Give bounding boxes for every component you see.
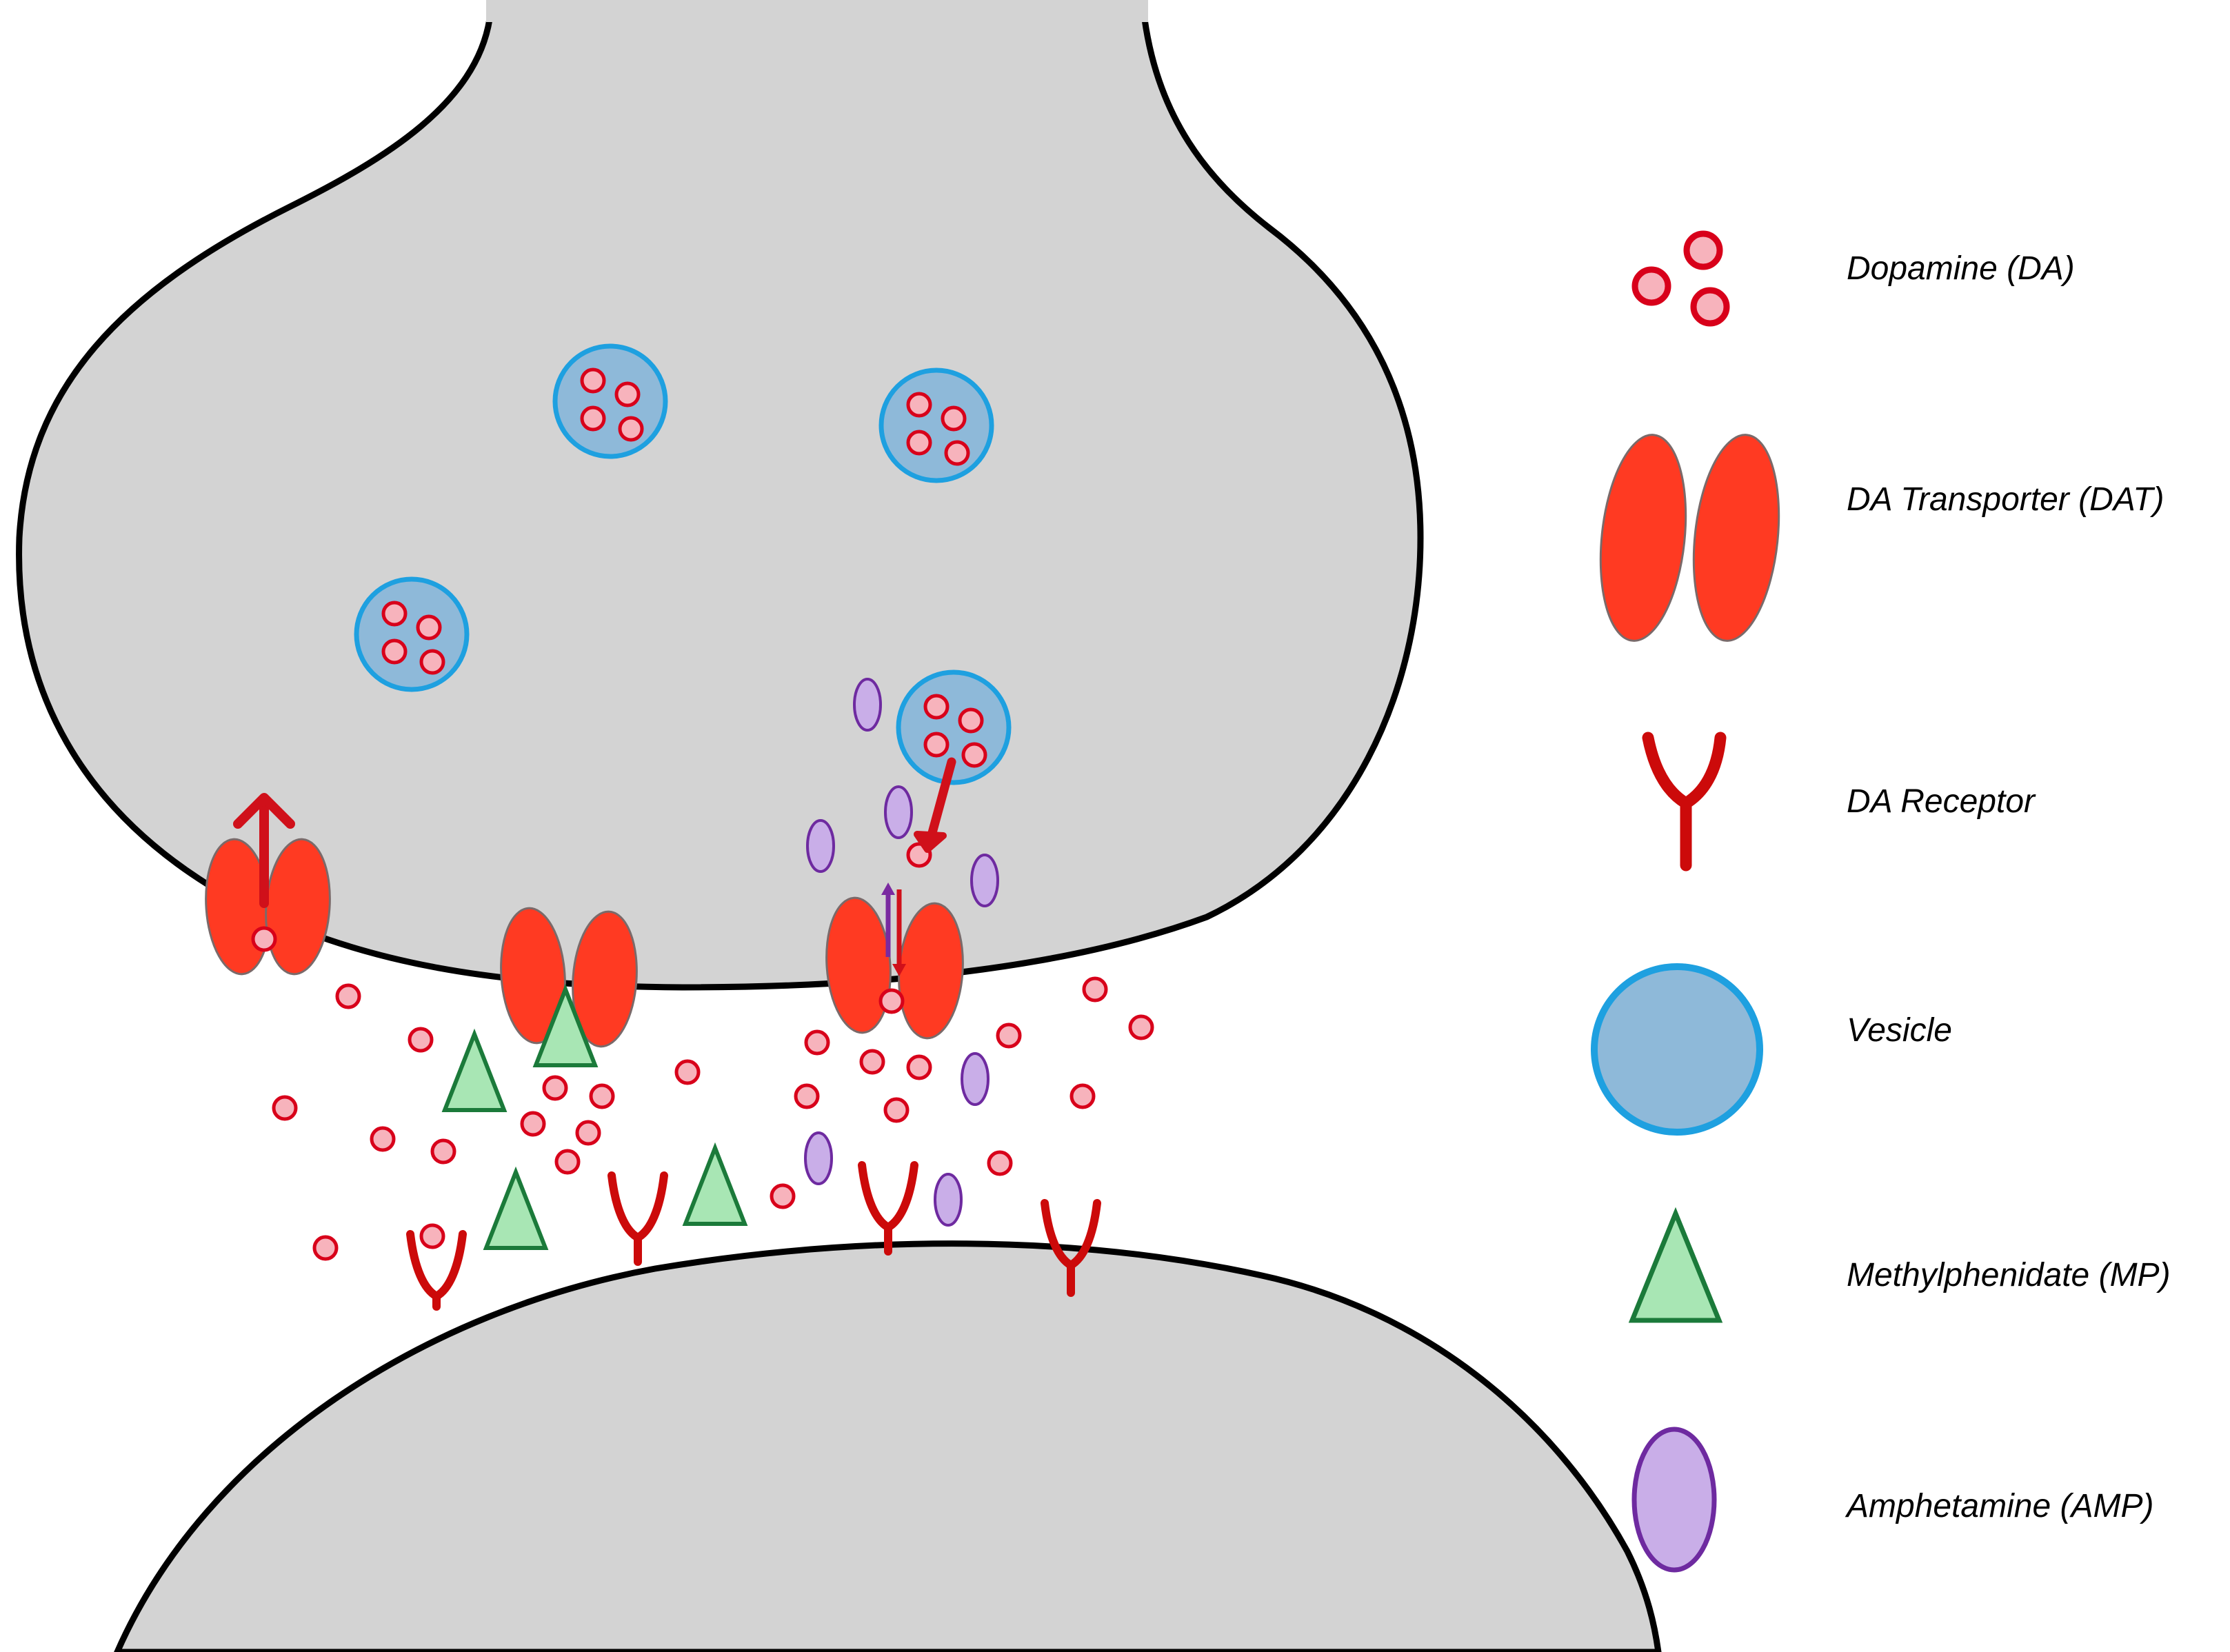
arrows-group — [233, 757, 956, 976]
methylphenidate — [483, 1166, 549, 1250]
receptor — [607, 1171, 668, 1242]
release-arrow-shaft — [926, 757, 956, 843]
receptor — [858, 1161, 918, 1232]
dopamine — [794, 1083, 820, 1109]
presynaptic-top-fill — [486, 0, 1148, 22]
transporter — [825, 896, 892, 1034]
legend-receptor-icon — [1642, 732, 1727, 872]
dopamine — [878, 988, 905, 1014]
receptors-group — [406, 1161, 1101, 1311]
vesicle — [878, 367, 994, 483]
efflux-arrow-head — [892, 964, 906, 976]
vesicle-dopamine — [381, 638, 408, 665]
legend-methylphenidate-label: Methylphenidate (MP) — [1847, 1257, 2171, 1293]
legend-transporter-label: DA Transporter (DAT) — [1847, 481, 2164, 518]
dopamine — [589, 1083, 615, 1109]
legend-amphetamine-icon — [1631, 1427, 1717, 1573]
amphetamine — [934, 1173, 963, 1227]
vesicle-dopamine — [618, 416, 644, 442]
amphetamine — [806, 819, 835, 873]
vesicle-dopamine — [906, 430, 932, 456]
vesicle-dopamine — [944, 440, 970, 466]
transporters-group — [205, 838, 964, 1048]
methylphenidate — [682, 1142, 748, 1226]
dopamine — [272, 1095, 298, 1121]
dopamine — [335, 983, 361, 1009]
transporter — [500, 907, 566, 1045]
dopamine — [430, 1138, 456, 1165]
methylphenidate — [441, 1028, 508, 1112]
vesicle-dopamine — [961, 742, 987, 768]
legend-methylphenidate-icon — [1628, 1207, 1723, 1323]
vesicle-dopamine — [906, 392, 932, 418]
legend-dopamine-icon — [1631, 230, 1730, 327]
amphetamine-group — [804, 678, 999, 1227]
dopamine — [312, 1235, 339, 1261]
legend: Dopamine (DA) DA Transporter (DAT) DA Re… — [1591, 230, 2171, 1573]
legend-vesicle-icon — [1591, 963, 1763, 1136]
vesicle — [354, 576, 470, 692]
dopamine — [770, 1183, 796, 1209]
dopamine-group — [251, 842, 1154, 1261]
presynaptic-terminal — [16, 19, 1424, 991]
vesicle-dopamine — [580, 367, 606, 394]
methylphenidate-group — [441, 983, 748, 1250]
legend-receptor-label: DA Receptor — [1847, 783, 2036, 820]
amphetamine — [804, 1131, 833, 1185]
vesicle-dopamine — [614, 381, 641, 407]
reuptake-arrow-head — [233, 793, 295, 829]
vesicle-dopamine — [941, 405, 967, 432]
dopamine — [859, 1049, 885, 1075]
vesicle-dopamine — [923, 694, 950, 720]
transporter — [572, 910, 638, 1048]
dopamine — [674, 1059, 701, 1085]
amphetamine — [961, 1052, 990, 1106]
dopamine — [1128, 1014, 1154, 1040]
postsynaptic-cell — [114, 1240, 1662, 1652]
legend-transporter-icon — [1599, 434, 1780, 642]
release-arrow-head — [914, 831, 947, 853]
dopamine — [996, 1023, 1022, 1049]
methylphenidate — [532, 983, 599, 1067]
vesicle-dopamine — [381, 601, 408, 627]
vesicle — [552, 343, 668, 459]
amp-entry-arrow-head — [881, 883, 895, 895]
dopamine — [883, 1097, 910, 1123]
legend-dopamine-label: Dopamine (DA) — [1847, 250, 2075, 287]
vesicle-dopamine — [580, 405, 606, 432]
legend-vesicle-label: Vesicle — [1847, 1012, 1952, 1049]
legend-amphetamine-label: Amphetamine (AMP) — [1845, 1488, 2153, 1524]
vesicle-dopamine — [416, 614, 442, 641]
dopamine — [575, 1120, 601, 1146]
dopamine — [1082, 976, 1108, 1003]
dopamine — [804, 1029, 830, 1056]
vesicle-dopamine — [419, 649, 445, 675]
dopamine — [370, 1126, 396, 1152]
amphetamine — [884, 785, 913, 839]
dopamine — [987, 1150, 1013, 1176]
dopamine — [419, 1223, 445, 1249]
dopamine — [554, 1149, 581, 1175]
amphetamine — [853, 678, 882, 732]
dopamine — [1069, 1083, 1096, 1109]
vesicle-dopamine — [923, 732, 950, 758]
dopamine — [520, 1111, 546, 1137]
vesicles-group — [354, 343, 1012, 785]
dopamine — [251, 926, 277, 952]
dopamine — [408, 1027, 434, 1053]
amphetamine — [970, 854, 999, 907]
dopamine — [906, 1054, 932, 1080]
vesicle-dopamine — [958, 707, 984, 734]
dopamine — [542, 1075, 568, 1101]
